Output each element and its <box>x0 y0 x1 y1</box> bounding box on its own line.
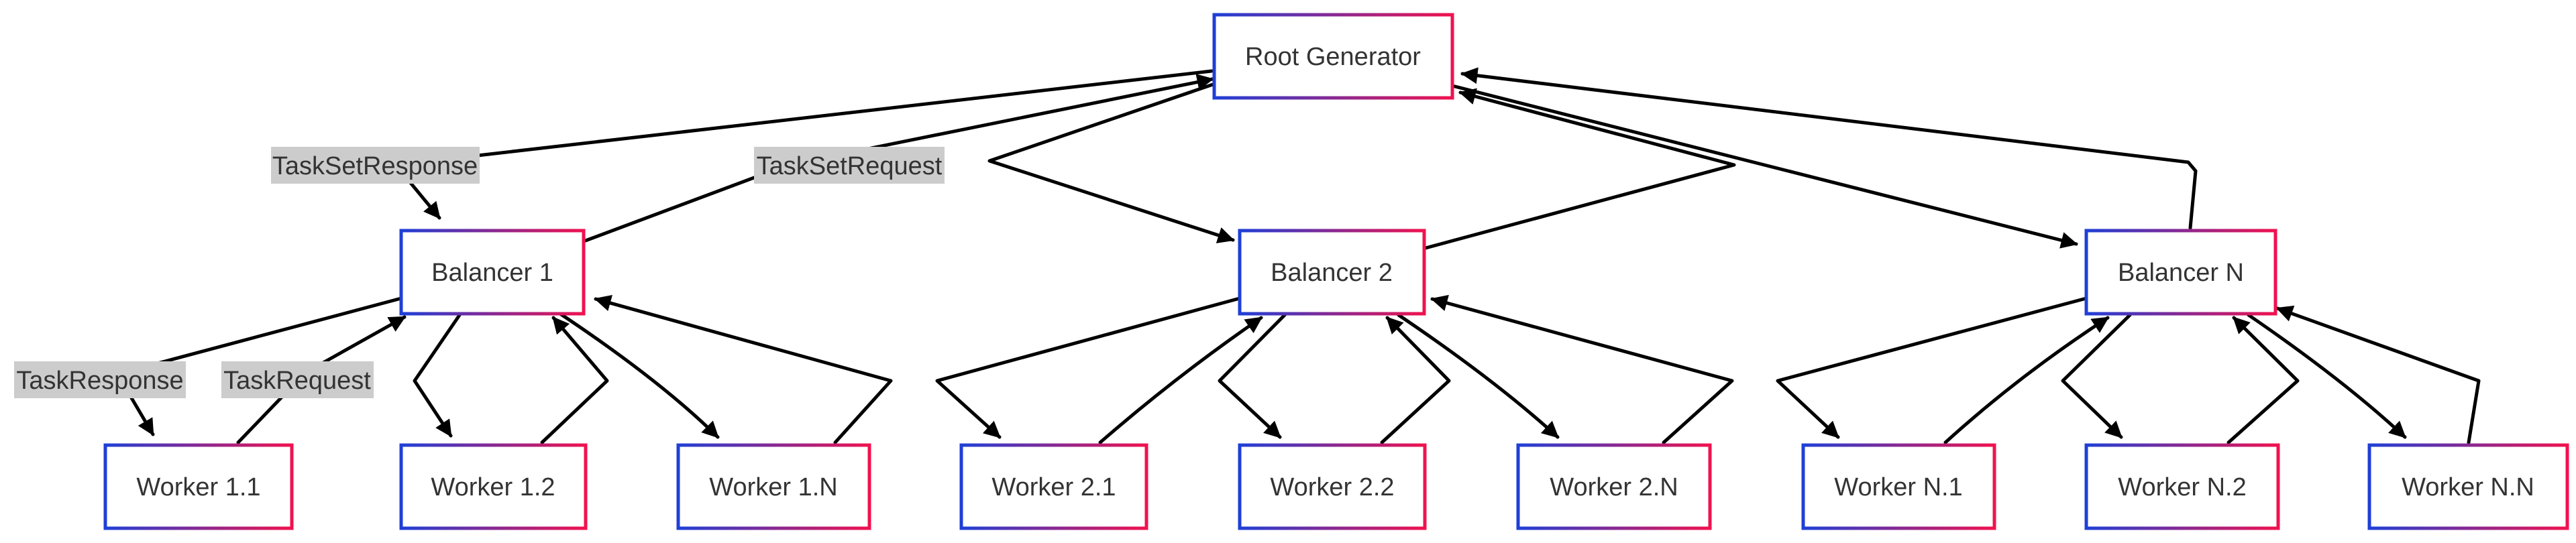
node-worker-1-1[interactable]: Worker 1.1 <box>103 443 294 530</box>
edge-label-task-request: TaskRequest <box>221 361 374 398</box>
edge-balancer-n-to-worker-n-2 <box>2061 313 2132 439</box>
node-root-generator[interactable]: Root Generator <box>1212 13 1454 100</box>
node-worker-1-2[interactable]: Worker 1.2 <box>399 443 588 530</box>
edge-balancer-2-to-worker-2-2 <box>1218 313 1287 439</box>
svg-text:TaskSetRequest: TaskSetRequest <box>757 152 943 180</box>
edge-worker-1-n-to-balancer-1 <box>594 294 893 444</box>
edge-balancer-n-to-worker-n-1 <box>1776 296 2088 439</box>
svg-text:Balancer N: Balancer N <box>2118 259 2244 287</box>
edge-worker-1-2-to-balancer-1 <box>540 316 609 444</box>
svg-text:TaskSetResponse: TaskSetResponse <box>272 152 478 180</box>
node-worker-2-1[interactable]: Worker 2.1 <box>959 443 1148 530</box>
svg-text:Worker 2.N: Worker 2.N <box>1550 473 1678 501</box>
node-worker-n-1[interactable]: Worker N.1 <box>1801 443 1996 530</box>
svg-text:Worker N.2: Worker N.2 <box>2118 473 2246 501</box>
edge-label-task-set-request: TaskSetRequest <box>754 147 945 184</box>
svg-text:Worker 2.2: Worker 2.2 <box>1270 473 1394 501</box>
svg-text:Balancer 2: Balancer 2 <box>1271 259 1393 287</box>
svg-text:Balancer 1: Balancer 1 <box>431 259 553 287</box>
edge-labels: TaskSetResponse TaskSetRequest TaskRespo… <box>14 147 945 398</box>
edge-balancer-1-to-worker-1-2 <box>413 313 462 438</box>
svg-text:Root Generator: Root Generator <box>1245 43 1421 71</box>
edge-worker-2-1-to-balancer-2 <box>1098 316 1263 444</box>
svg-text:Worker 1.N: Worker 1.N <box>709 473 837 501</box>
svg-text:TaskResponse: TaskResponse <box>16 367 183 395</box>
edge-worker-2-2-to-balancer-2 <box>1380 316 1451 444</box>
node-worker-1-n[interactable]: Worker 1.N <box>676 443 871 530</box>
edge-root-to-balancer-2 <box>987 82 1235 243</box>
svg-text:Worker 1.1: Worker 1.1 <box>136 473 260 501</box>
svg-text:Worker N.1: Worker N.1 <box>1834 473 1962 501</box>
edges-balancer-n-workers <box>1776 296 2481 444</box>
node-worker-n-n[interactable]: Worker N.N <box>2367 443 2569 530</box>
node-balancer-2[interactable]: Balancer 2 <box>1238 229 1426 316</box>
edge-root-to-balancer-1 <box>394 69 1214 220</box>
edge-balancer-n-to-worker-n-n <box>2247 313 2407 439</box>
edge-root-to-balancer-n <box>1450 84 2078 249</box>
edge-balancer-1-to-worker-1-n <box>558 312 720 439</box>
node-balancer-n[interactable]: Balancer N <box>2084 229 2277 316</box>
edge-worker-n-1-to-balancer-n <box>1943 316 2110 444</box>
svg-text:Worker 1.2: Worker 1.2 <box>431 473 555 501</box>
edge-balancer-2-to-worker-2-1 <box>935 296 1242 439</box>
edge-balancer-2-to-worker-2-n <box>1397 313 1560 439</box>
svg-text:Worker N.N: Worker N.N <box>2402 473 2534 501</box>
edge-label-task-response: TaskResponse <box>14 361 186 398</box>
node-worker-2-2[interactable]: Worker 2.2 <box>1238 443 1427 530</box>
nodes: Root Generator Balancer 1 Balancer 2 Bal… <box>103 13 2569 530</box>
edge-worker-2-n-to-balancer-2 <box>1430 294 1734 444</box>
node-worker-2-n[interactable]: Worker 2.N <box>1516 443 1712 530</box>
edge-label-task-set-response: TaskSetResponse <box>271 147 480 184</box>
node-balancer-1[interactable]: Balancer 1 <box>399 229 586 316</box>
edges-balancer-2-workers <box>935 294 1734 444</box>
edge-worker-n-2-to-balancer-n <box>2226 316 2300 444</box>
svg-text:Worker 2.1: Worker 2.1 <box>991 473 1116 501</box>
node-worker-n-2[interactable]: Worker N.2 <box>2084 443 2280 530</box>
edge-balancer-n-to-root <box>1460 67 2198 230</box>
svg-text:TaskRequest: TaskRequest <box>223 367 371 395</box>
edge-balancer-2-to-root <box>1424 88 1736 250</box>
edge-worker-n-n-to-balancer-n <box>2275 305 2481 444</box>
